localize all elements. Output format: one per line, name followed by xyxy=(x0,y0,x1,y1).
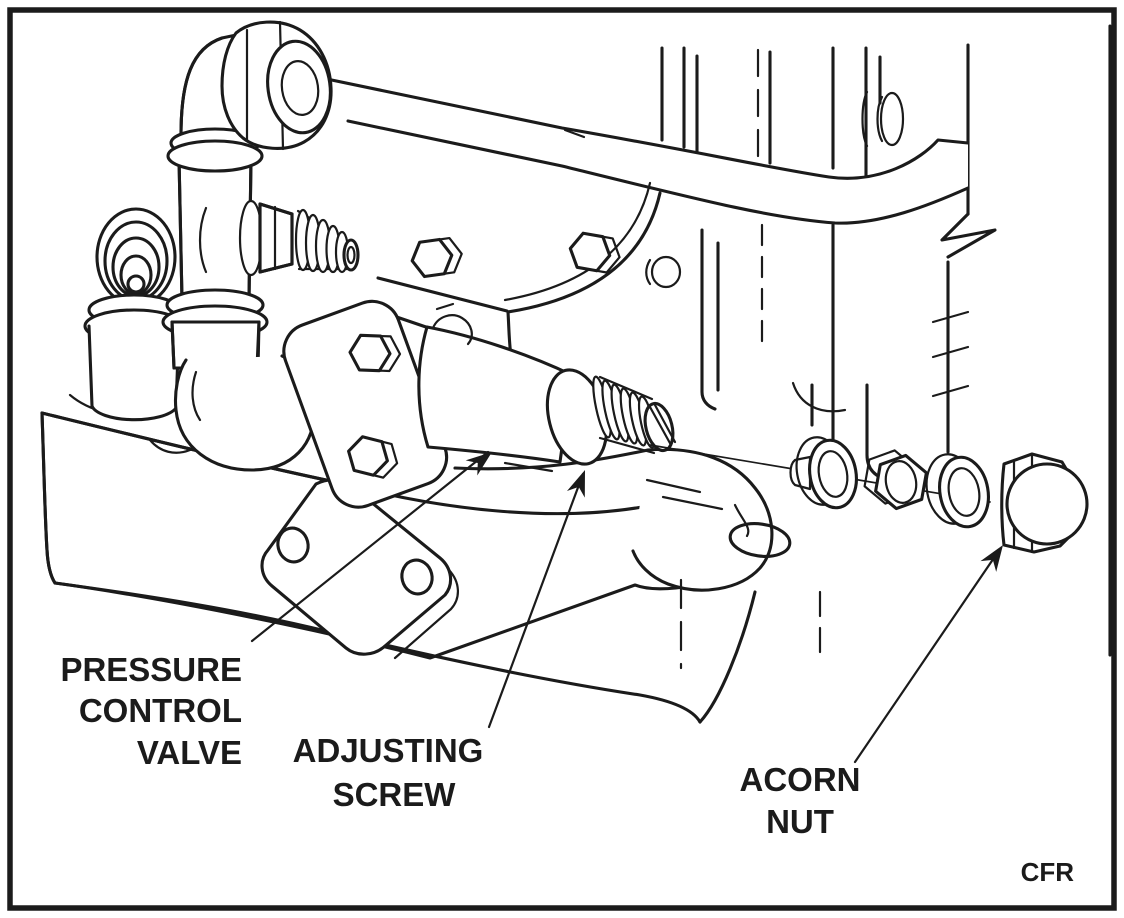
fuel-tube xyxy=(320,76,970,225)
washer-left xyxy=(789,436,858,510)
block-boss-upper xyxy=(861,90,905,148)
arrowhead-adjusting-screw xyxy=(566,470,585,498)
label-pressure-control-valve-line1: PRESSURE xyxy=(60,651,242,688)
leader-pressure-control-valve xyxy=(250,450,490,643)
arrowhead-acorn-nut xyxy=(980,545,1003,572)
pressure-control-valve-assembly xyxy=(282,299,677,509)
washer-right xyxy=(925,453,990,529)
base-oval-hole xyxy=(728,522,792,558)
figure-credit: CFR xyxy=(1021,857,1075,887)
arrowhead-pressure-control-valve xyxy=(465,452,492,476)
label-adjusting-screw-line2: SCREW xyxy=(333,776,457,813)
block-boss-lower xyxy=(645,255,682,289)
flange-bolt-right xyxy=(568,231,621,274)
label-pressure-control-valve-line3: VALVE xyxy=(137,734,242,771)
elbow-pipe xyxy=(161,20,360,472)
valve-body xyxy=(417,325,574,464)
break-symbol xyxy=(940,212,997,259)
label-pressure-control-valve-line2: CONTROL xyxy=(79,692,242,729)
hex-nut xyxy=(863,449,928,511)
bracket-hole-left xyxy=(276,526,310,564)
leader-lines xyxy=(250,450,1003,764)
flare-nut xyxy=(220,20,333,151)
label-acorn-nut-line1: ACORN xyxy=(740,761,861,798)
side-fitting xyxy=(238,199,360,277)
adjusting-screw xyxy=(592,375,677,455)
label-acorn-nut-line2: NUT xyxy=(766,803,834,840)
label-adjusting-screw-line1: ADJUSTING xyxy=(293,732,484,769)
fastener-row xyxy=(649,436,1089,554)
leader-acorn-nut xyxy=(853,547,1002,764)
bleeder-valve xyxy=(83,207,185,422)
acorn-nut xyxy=(1000,452,1089,554)
flange-bolt-left xyxy=(410,236,463,279)
bracket-hole-right xyxy=(400,558,434,596)
valve-flange-bolt-top xyxy=(348,333,402,373)
labels: PRESSURE CONTROL VALVE ADJUSTING SCREW A… xyxy=(60,651,1074,887)
leader-adjusting-screw xyxy=(487,472,585,729)
housing-arc-outer xyxy=(506,191,662,314)
valve-flange-bolt-bottom xyxy=(347,435,399,479)
